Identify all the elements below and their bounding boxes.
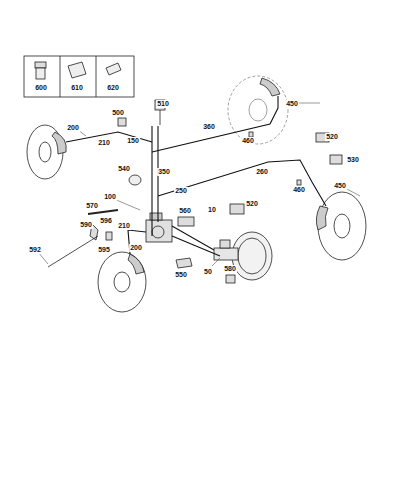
callout-number: 510 (156, 100, 170, 108)
callout-number: 460 (292, 186, 306, 194)
brake-line (128, 230, 146, 254)
clip (178, 217, 194, 226)
brake-line (151, 126, 152, 236)
brake-disc (98, 252, 146, 312)
callout-number: 260 (255, 168, 269, 176)
callout-number: 250 (174, 187, 188, 195)
callout-number: 620 (106, 84, 120, 92)
leader-lines (38, 103, 360, 266)
callout-number: 360 (202, 123, 216, 131)
callout-number: 530 (346, 156, 360, 164)
callout-number: 596 (99, 217, 113, 225)
brake-lines (66, 96, 326, 256)
callout-number: 560 (178, 207, 192, 215)
illustration (24, 56, 366, 312)
brake-line (158, 160, 326, 206)
callout-number: 210 (117, 222, 131, 230)
callout-number: 460 (241, 137, 255, 145)
callout-number: 595 (97, 246, 111, 254)
hydraulic-unit (146, 220, 172, 242)
brake-line (152, 96, 278, 152)
callout-number: 590 (79, 221, 93, 229)
callout-number: 592 (28, 246, 42, 254)
callout-number: 520 (245, 200, 259, 208)
callout-number: 550 (174, 271, 188, 279)
callout-number: 350 (157, 168, 171, 176)
callout-number: 200 (129, 244, 143, 252)
brake-caliper (52, 132, 66, 154)
callout-number: 450 (285, 100, 299, 108)
brake-line (172, 226, 214, 250)
callout-number: 10 (207, 206, 217, 214)
brake-line (172, 236, 220, 256)
callout-number: 610 (70, 84, 84, 92)
callout-number: 200 (66, 124, 80, 132)
callout-number: 580 (223, 265, 237, 273)
master-cylinder (214, 248, 238, 260)
callout-number: 50 (203, 268, 213, 276)
callout-number: 600 (34, 84, 48, 92)
callout-number: 450 (333, 182, 347, 190)
callout-number: 500 (111, 109, 125, 117)
callout-number: 210 (97, 139, 111, 147)
brake-disc (228, 76, 288, 144)
callout-number: 520 (325, 133, 339, 141)
callout-number: 150 (126, 137, 140, 145)
callout-number: 100 (103, 193, 117, 201)
parts-table (24, 56, 134, 97)
callout-number: 540 (117, 165, 131, 173)
callout-number: 570 (85, 202, 99, 210)
